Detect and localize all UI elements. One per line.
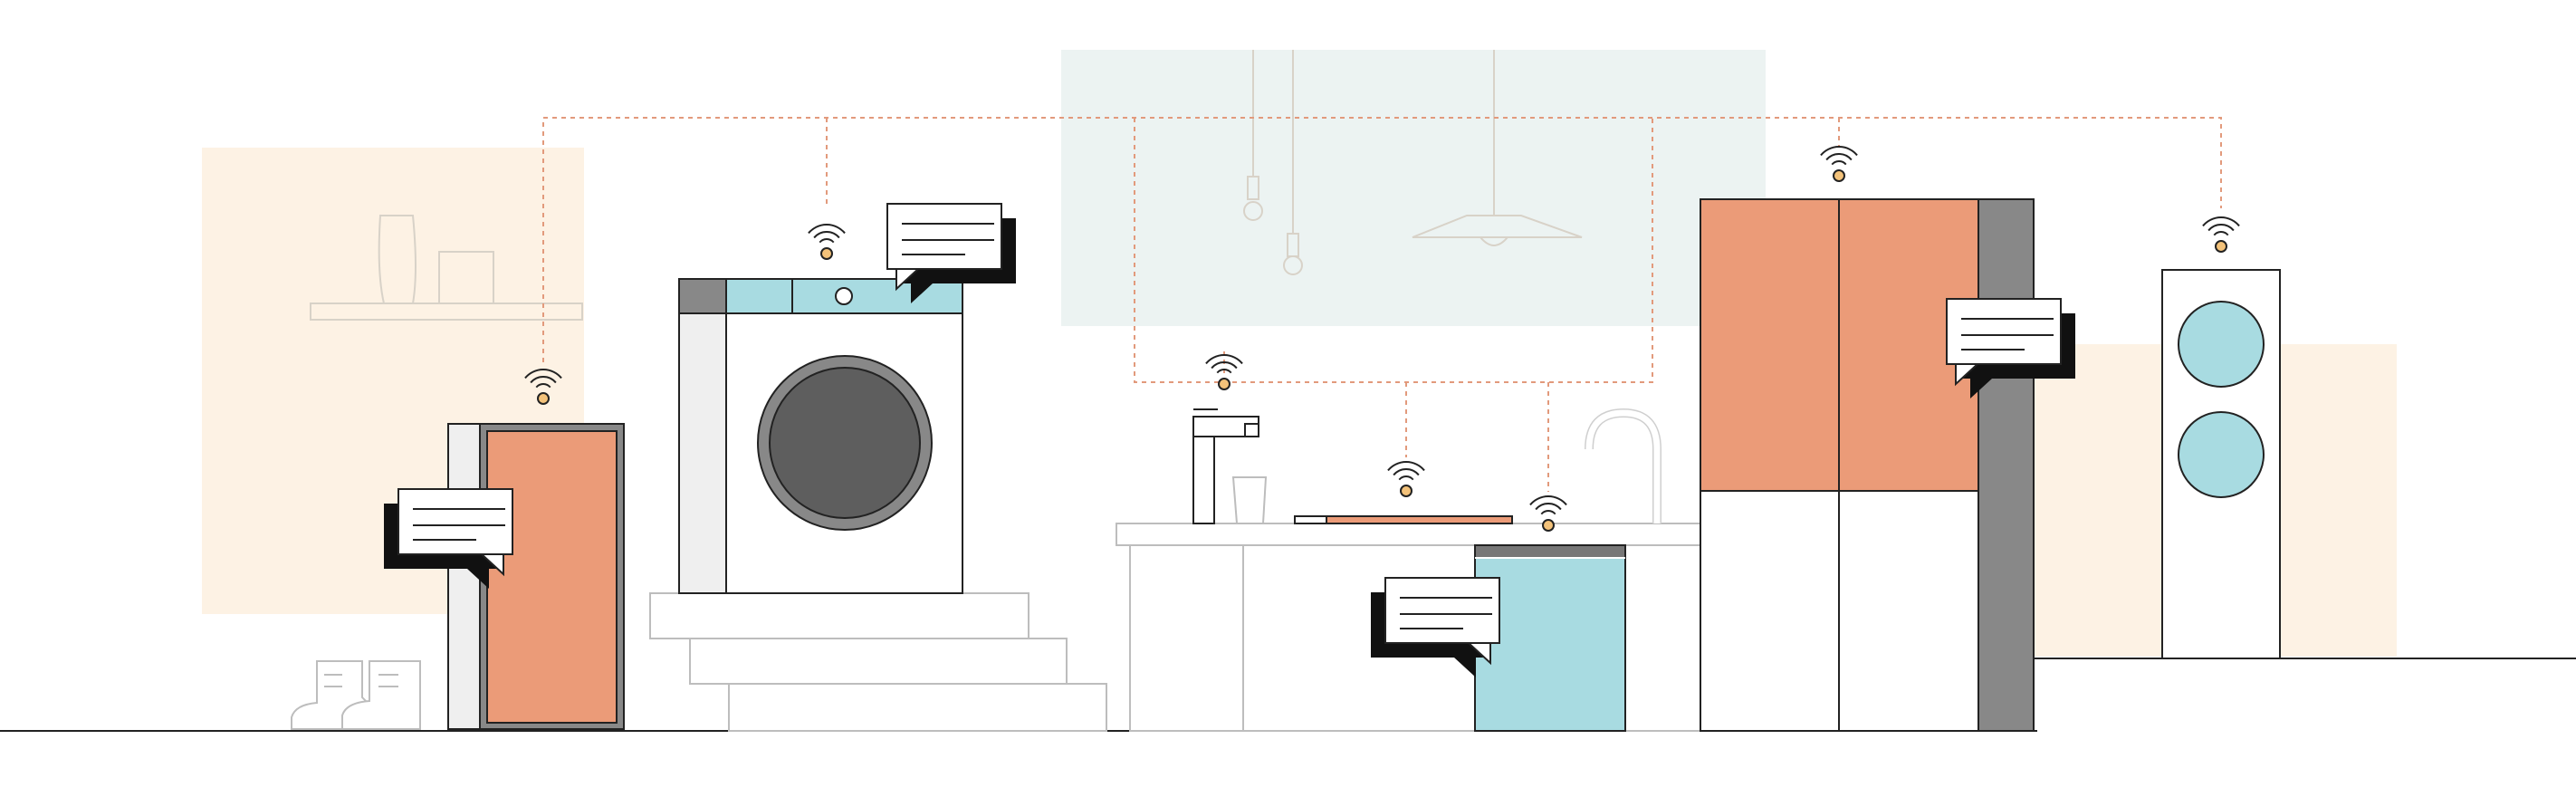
wifi-icon [2202, 216, 2240, 253]
message-icon [384, 488, 513, 589]
mini-fridge [447, 423, 625, 730]
message-icon [886, 203, 1016, 303]
sink-faucet [1585, 408, 1661, 523]
washing-machine [678, 278, 963, 594]
background-panel-center [1061, 50, 1766, 326]
refrigerator [1700, 198, 2035, 732]
message-icon [1371, 577, 1500, 677]
wifi-icon [524, 369, 562, 405]
steps [649, 592, 1107, 732]
wifi-icon [1205, 354, 1243, 390]
wifi-icon [1820, 146, 1858, 182]
message-icon [1946, 298, 2075, 398]
induction-cooktop [1294, 515, 1513, 524]
air-purifier [2161, 269, 2281, 659]
wifi-icon [1529, 495, 1567, 532]
wall-shelf [310, 215, 583, 321]
boots [291, 660, 421, 730]
wifi-icon [808, 224, 846, 260]
wifi-signals [524, 146, 2240, 532]
network-wiring [542, 117, 2222, 492]
wifi-icon [1387, 461, 1425, 497]
pendant-lamps [1243, 50, 1583, 275]
message-bubbles [384, 203, 2075, 677]
water-dispenser [1192, 408, 1268, 524]
